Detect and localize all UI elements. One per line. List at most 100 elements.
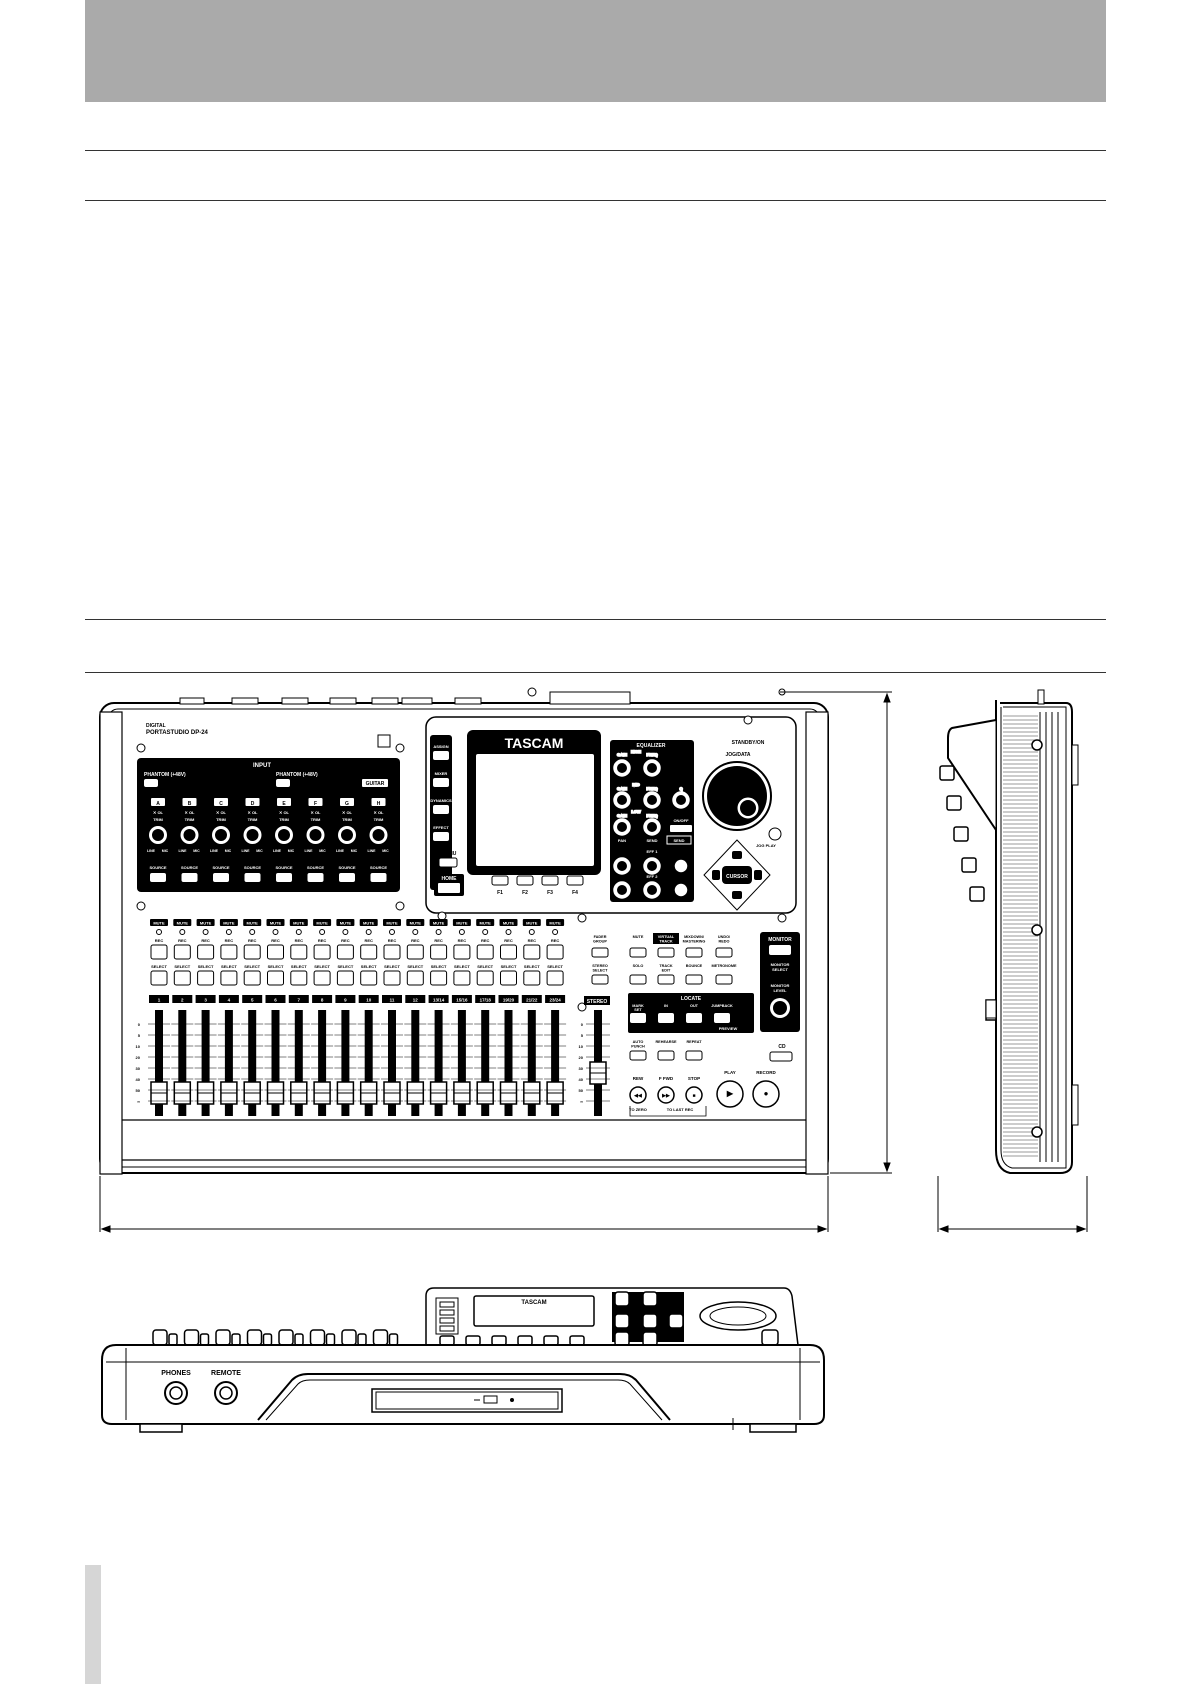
select-button[interactable] — [220, 970, 238, 986]
punch-button-label: AUTO — [633, 1040, 644, 1044]
select-button[interactable] — [453, 970, 471, 986]
left-button[interactable] — [433, 832, 449, 841]
right-button[interactable] — [685, 947, 703, 958]
left-button[interactable] — [433, 805, 449, 814]
locate-button[interactable] — [686, 1013, 702, 1023]
locate-button[interactable] — [714, 1013, 730, 1023]
rec-button[interactable] — [430, 944, 448, 960]
transport-button[interactable] — [657, 1086, 675, 1104]
mute-tag — [476, 919, 495, 926]
channel-number: 17/18 — [480, 998, 492, 1003]
source-button[interactable] — [244, 873, 261, 882]
function-key[interactable] — [566, 875, 584, 886]
select-button[interactable] — [383, 970, 401, 986]
right-button[interactable] — [591, 974, 609, 985]
fader-slot — [457, 1010, 466, 1116]
source-button[interactable] — [150, 873, 166, 882]
locate-button[interactable] — [658, 1013, 674, 1023]
right-button[interactable] — [629, 974, 647, 985]
transport-button[interactable] — [752, 1080, 780, 1108]
mute-tag — [406, 919, 425, 926]
right-button[interactable] — [715, 947, 733, 958]
left-button[interactable] — [433, 751, 449, 760]
source-button[interactable] — [213, 873, 229, 882]
function-key-label: F1 — [497, 890, 503, 896]
source-button[interactable] — [181, 873, 198, 882]
select-label: SELECT — [198, 964, 214, 969]
right-button[interactable] — [685, 974, 703, 985]
input-channel-tag — [371, 798, 386, 806]
rec-button[interactable] — [267, 944, 284, 960]
stereo-scale-label: 5 — [581, 1033, 584, 1038]
front-button — [543, 1335, 559, 1346]
function-key[interactable] — [516, 875, 534, 886]
source-button[interactable] — [339, 873, 355, 882]
rec-button[interactable] — [476, 944, 494, 960]
rec-button[interactable] — [500, 944, 517, 960]
select-button[interactable] — [243, 970, 261, 986]
rec-button[interactable] — [523, 944, 541, 960]
rec-button[interactable] — [290, 944, 308, 960]
select-button[interactable] — [476, 970, 494, 986]
rec-button[interactable] — [150, 944, 168, 960]
mute-label: MUTE — [247, 921, 259, 926]
transport-button[interactable] — [629, 1086, 647, 1104]
function-key[interactable] — [541, 875, 559, 886]
rec-button[interactable] — [243, 944, 261, 960]
rec-button[interactable] — [336, 944, 354, 960]
right-button[interactable] — [715, 974, 733, 985]
transport-label: F FWD — [659, 1076, 674, 1081]
transport-button[interactable] — [685, 1086, 703, 1104]
transport-button[interactable] — [716, 1080, 744, 1108]
select-button[interactable] — [197, 970, 215, 986]
eq-knob-cap — [676, 795, 686, 805]
select-button[interactable] — [267, 970, 284, 986]
select-button[interactable] — [430, 970, 448, 986]
select-button[interactable] — [150, 970, 168, 986]
punch-button[interactable] — [685, 1050, 703, 1061]
select-button[interactable] — [546, 970, 564, 986]
rec-button[interactable] — [173, 944, 191, 960]
punch-button[interactable] — [629, 1050, 647, 1061]
locate-button-label: IN — [664, 1004, 668, 1008]
transport-label: PLAY — [724, 1070, 736, 1075]
select-button[interactable] — [336, 970, 354, 986]
locate-button[interactable] — [630, 1013, 646, 1023]
left-button[interactable] — [433, 778, 449, 787]
select-button[interactable] — [290, 970, 308, 986]
select-button[interactable] — [173, 970, 191, 986]
rec-button[interactable] — [383, 944, 401, 960]
select-button[interactable] — [406, 970, 424, 986]
rec-button[interactable] — [360, 944, 378, 960]
select-button[interactable] — [500, 970, 517, 986]
channel-number-tag — [405, 995, 426, 1003]
rec-button[interactable] — [197, 944, 215, 960]
function-key[interactable] — [491, 875, 509, 886]
source-button[interactable] — [276, 873, 292, 882]
rec-button[interactable] — [220, 944, 238, 960]
trim-knob-cap — [183, 829, 196, 841]
rec-button[interactable] — [546, 944, 564, 960]
rec-led — [365, 929, 372, 935]
left-button-label: EFFECT — [433, 825, 449, 830]
right-button-label: VIRTUAL — [658, 935, 675, 939]
rec-button[interactable] — [406, 944, 424, 960]
right-button[interactable] — [591, 947, 609, 958]
right-button[interactable] — [629, 947, 647, 958]
select-button[interactable] — [523, 970, 541, 986]
page-side-tab — [85, 1565, 101, 1684]
right-button[interactable] — [657, 974, 675, 985]
right-button[interactable] — [657, 947, 675, 958]
channel-number-tag — [242, 995, 263, 1003]
rec-button[interactable] — [313, 944, 331, 960]
header-band — [85, 0, 1106, 102]
source-label: SOURCE — [338, 865, 355, 870]
punch-button[interactable] — [657, 1050, 675, 1061]
source-button[interactable] — [370, 873, 387, 882]
select-button[interactable] — [360, 970, 378, 986]
source-label: SOURCE — [181, 865, 198, 870]
svg-text:EQUALIZER: EQUALIZER — [637, 743, 666, 749]
source-button[interactable] — [307, 873, 324, 882]
select-button[interactable] — [313, 970, 331, 986]
rec-button[interactable] — [453, 944, 471, 960]
